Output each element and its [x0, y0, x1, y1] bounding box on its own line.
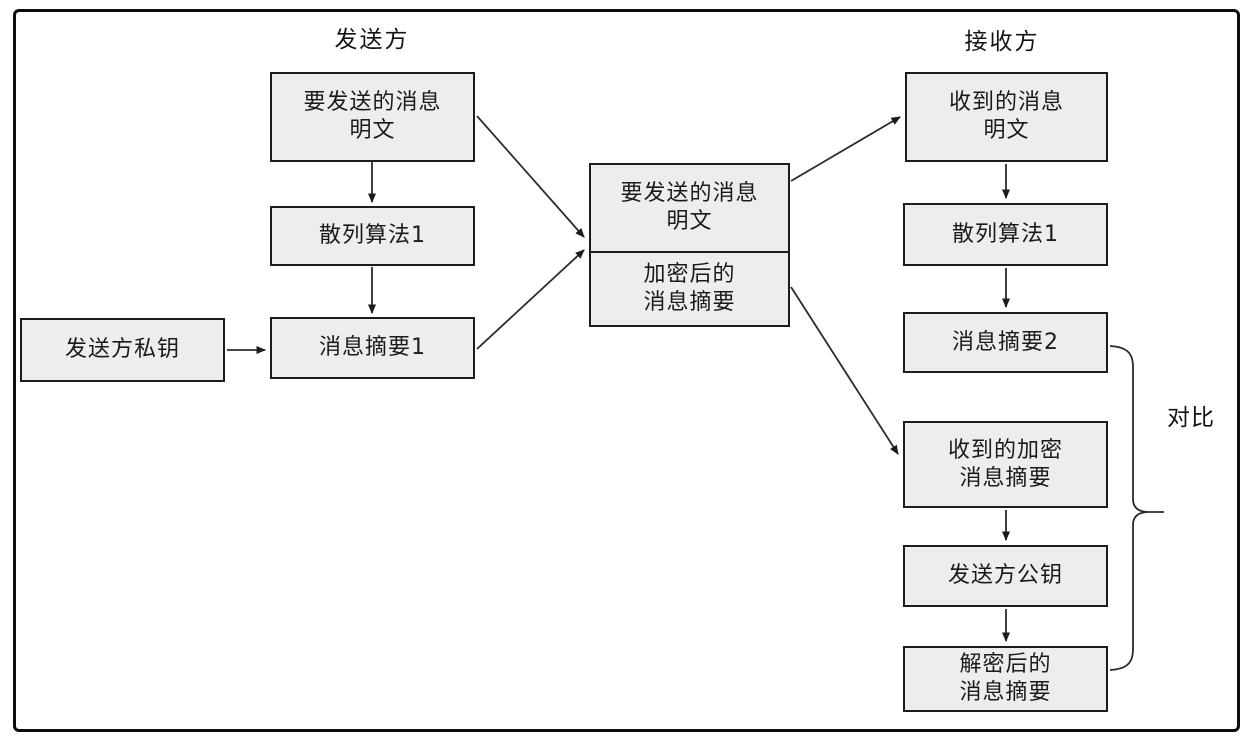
- node-label: 收到的加密: [947, 437, 1063, 463]
- node-label: 要发送的消息: [303, 90, 442, 115]
- node-transmitted-message: 要发送的消息 明文 加密后的 消息摘要: [589, 163, 790, 327]
- node-received-encrypted-digest: 收到的加密 消息摘要: [903, 421, 1108, 508]
- node-label: 发送方私钥: [64, 337, 180, 362]
- node-label: 解密后的: [959, 652, 1052, 677]
- compare-label: 对比: [1167, 405, 1215, 431]
- node-receiver-hash: 散列算法1: [903, 203, 1108, 266]
- node-label: 收到的消息: [948, 90, 1064, 115]
- node-label: 明文: [983, 118, 1030, 143]
- node-label: 消息摘要: [643, 290, 736, 315]
- node-receiver-plaintext: 收到的消息 明文: [905, 72, 1108, 162]
- diagram-outer-border: [13, 9, 1240, 732]
- node-label: 消息摘要: [959, 680, 1052, 705]
- receiver-section-title: 接收方: [964, 29, 1040, 55]
- sender-section-title: 发送方: [334, 27, 410, 53]
- node-transmitted-encrypted-digest: 加密后的 消息摘要: [591, 251, 788, 325]
- node-sender-plaintext: 要发送的消息 明文: [270, 72, 475, 162]
- node-label: 散列算法1: [319, 223, 426, 248]
- node-sender-hash: 散列算法1: [270, 206, 475, 266]
- node-label: 要发送的消息: [620, 181, 759, 206]
- node-receiver-digest2: 消息摘要2: [903, 312, 1108, 373]
- node-label: 消息摘要2: [952, 329, 1059, 355]
- node-label: 散列算法1: [952, 221, 1059, 247]
- node-label: 明文: [349, 118, 396, 143]
- node-label: 发送方公钥: [947, 563, 1063, 588]
- node-label: 加密后的: [643, 262, 736, 287]
- node-sender-digest: 消息摘要1: [270, 317, 475, 379]
- node-label: 消息摘要1: [319, 335, 426, 360]
- node-label: 消息摘要: [959, 465, 1052, 491]
- node-sender-public-key: 发送方公钥: [903, 545, 1108, 607]
- node-sender-private-key: 发送方私钥: [20, 318, 225, 382]
- node-transmitted-plaintext: 要发送的消息 明文: [591, 165, 788, 251]
- node-label: 明文: [666, 209, 713, 234]
- node-decrypted-digest: 解密后的 消息摘要: [903, 646, 1108, 712]
